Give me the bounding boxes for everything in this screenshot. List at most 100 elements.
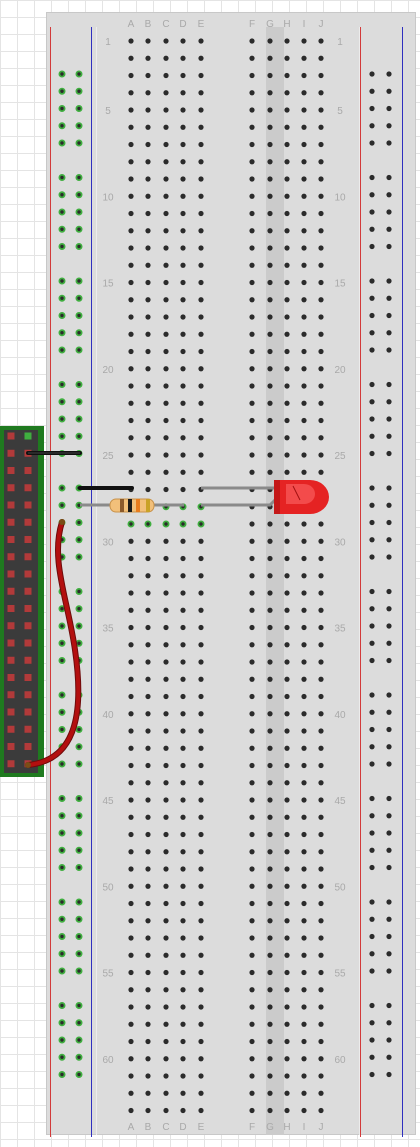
breadboard-hole[interactable] (267, 1004, 273, 1010)
breadboard-hole[interactable] (318, 245, 324, 251)
header-pin[interactable] (7, 467, 15, 474)
breadboard-hole[interactable] (318, 452, 324, 458)
breadboard-hole[interactable] (249, 555, 255, 562)
breadboard-hole[interactable] (318, 900, 324, 907)
breadboard-hole[interactable] (267, 590, 273, 596)
breadboard-hole[interactable] (198, 745, 204, 751)
breadboard-hole[interactable] (198, 228, 204, 234)
breadboard-hole[interactable] (145, 590, 151, 596)
breadboard-hole[interactable] (369, 226, 375, 232)
breadboard-hole[interactable] (198, 1004, 204, 1010)
breadboard-hole[interactable] (128, 676, 134, 682)
breadboard-hole[interactable] (284, 780, 290, 786)
breadboard-hole[interactable] (301, 124, 307, 130)
rail-hole[interactable] (58, 105, 66, 113)
breadboard-hole[interactable] (163, 141, 169, 148)
rail-hole[interactable] (75, 105, 83, 113)
breadboard-hole[interactable] (386, 1002, 392, 1009)
breadboard-hole[interactable] (198, 642, 204, 648)
breadboard-hole[interactable] (198, 624, 204, 631)
breadboard-hole[interactable] (128, 659, 134, 665)
header-pin[interactable] (24, 432, 32, 440)
header-pin[interactable] (24, 484, 32, 492)
breadboard-hole[interactable] (180, 400, 186, 406)
breadboard-hole[interactable] (318, 918, 324, 924)
breadboard-hole[interactable] (128, 1004, 134, 1010)
breadboard-hole[interactable] (128, 642, 134, 648)
breadboard-hole[interactable] (318, 124, 324, 130)
rail-hole[interactable] (58, 639, 66, 647)
breadboard-hole[interactable] (198, 55, 204, 61)
breadboard-hole[interactable] (267, 90, 273, 96)
header-pin[interactable] (7, 553, 15, 561)
rail-hole[interactable] (58, 726, 66, 734)
breadboard-hole[interactable] (301, 400, 307, 406)
rail-hole[interactable] (75, 795, 83, 803)
rail-hole[interactable] (75, 398, 83, 406)
breadboard-hole[interactable] (318, 348, 324, 355)
breadboard-hole[interactable] (284, 400, 290, 406)
breadboard-hole[interactable] (128, 1073, 134, 1079)
breadboard-hole[interactable] (145, 159, 151, 165)
breadboard-hole[interactable] (198, 831, 204, 838)
rail-hole[interactable] (75, 726, 83, 734)
breadboard-hole[interactable] (369, 640, 375, 646)
breadboard-hole[interactable] (301, 228, 307, 234)
breadboard-hole[interactable] (249, 124, 255, 130)
breadboard-hole[interactable] (386, 1037, 392, 1043)
breadboard-hole[interactable] (301, 900, 307, 907)
breadboard-hole[interactable] (128, 624, 134, 631)
breadboard-hole[interactable] (145, 555, 151, 562)
breadboard-hole[interactable] (198, 90, 204, 96)
breadboard-hole[interactable] (284, 521, 290, 527)
breadboard-hole[interactable] (180, 435, 186, 441)
breadboard-hole[interactable] (128, 762, 134, 769)
breadboard-hole[interactable] (180, 952, 186, 958)
rail-hole[interactable] (58, 898, 66, 906)
breadboard-hole[interactable] (249, 573, 255, 579)
rail-hole[interactable] (58, 812, 66, 820)
rail-hole[interactable] (75, 294, 83, 302)
breadboard-hole[interactable] (318, 1056, 324, 1062)
breadboard-hole[interactable] (267, 969, 273, 976)
breadboard-hole[interactable] (198, 417, 204, 424)
breadboard-hole[interactable] (318, 331, 324, 337)
breadboard-hole[interactable] (386, 847, 392, 853)
breadboard-hole[interactable] (128, 262, 134, 268)
breadboard-hole[interactable] (198, 676, 204, 682)
breadboard-hole[interactable] (284, 90, 290, 96)
breadboard-hole[interactable] (318, 383, 324, 389)
breadboard-hole[interactable] (284, 745, 290, 751)
breadboard-hole[interactable] (267, 1056, 273, 1062)
rail-hole[interactable] (58, 1019, 66, 1027)
breadboard-hole[interactable] (267, 728, 273, 734)
breadboard-hole[interactable] (128, 141, 134, 148)
breadboard-hole[interactable] (145, 1038, 151, 1045)
breadboard-hole[interactable] (369, 381, 375, 388)
breadboard-hole[interactable] (318, 55, 324, 61)
breadboard-hole[interactable] (301, 435, 307, 441)
rail-hole[interactable] (58, 225, 66, 233)
breadboard-hole[interactable] (249, 952, 255, 958)
breadboard-hole[interactable] (284, 141, 290, 148)
breadboard-hole[interactable] (128, 400, 134, 406)
breadboard-hole[interactable] (369, 554, 375, 560)
breadboard-hole[interactable] (163, 849, 169, 855)
breadboard-hole[interactable] (318, 107, 324, 113)
breadboard-hole[interactable] (249, 762, 255, 769)
breadboard-hole[interactable] (128, 555, 134, 562)
breadboard-hole[interactable] (318, 676, 324, 682)
breadboard-hole[interactable] (249, 797, 255, 803)
breadboard-hole[interactable] (301, 952, 307, 958)
breadboard-hole[interactable] (198, 400, 204, 406)
breadboard-hole[interactable] (198, 435, 204, 441)
breadboard-hole[interactable] (301, 1056, 307, 1062)
breadboard-hole[interactable] (145, 38, 151, 44)
breadboard-hole[interactable] (318, 935, 324, 941)
rail-hole[interactable] (58, 950, 66, 958)
breadboard-hole[interactable] (318, 659, 324, 665)
breadboard-hole[interactable] (386, 933, 392, 940)
rail-hole[interactable] (75, 122, 83, 130)
breadboard-hole[interactable] (198, 780, 204, 786)
breadboard-hole[interactable] (284, 728, 290, 734)
